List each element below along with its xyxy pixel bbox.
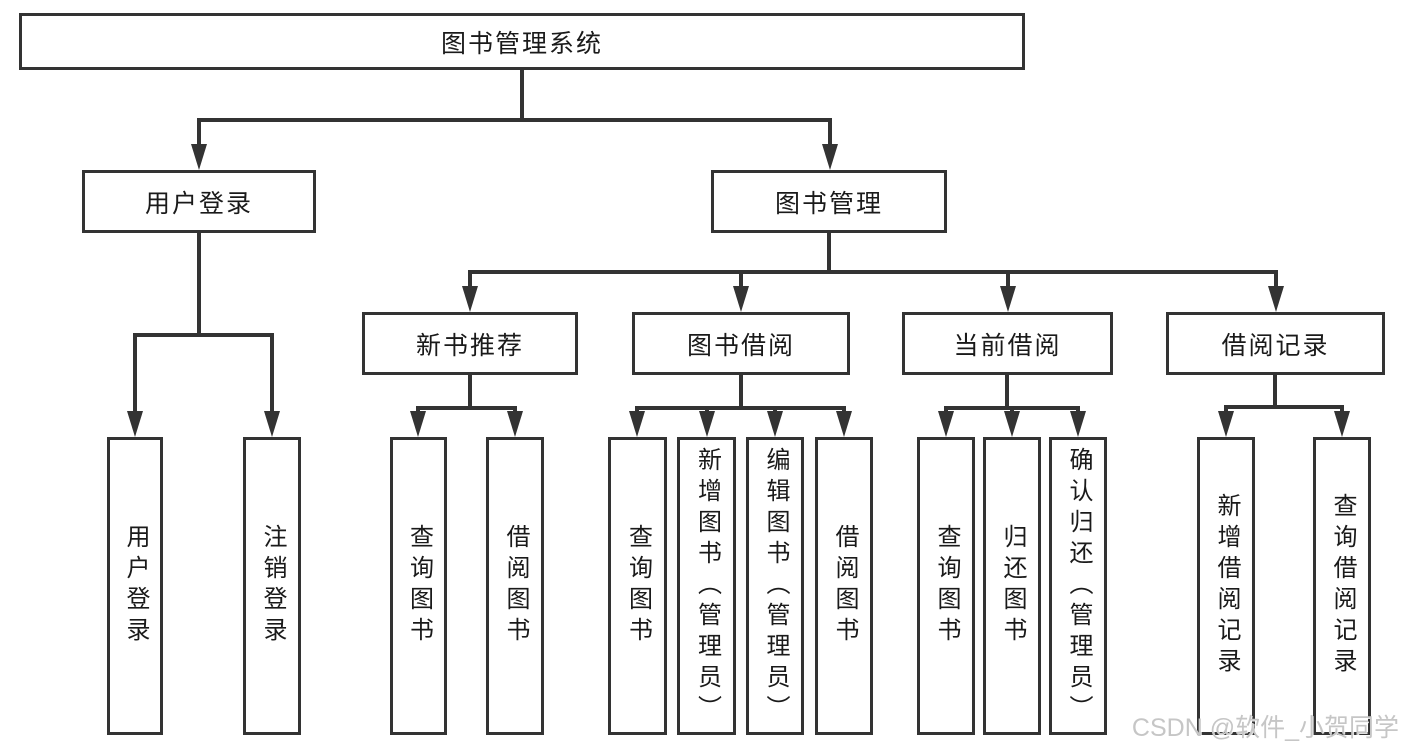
node-book-borrowing-label: 图书借阅 — [686, 331, 795, 360]
leaf-add-books-admin: 新增图书（管理员） — [677, 437, 736, 735]
leaf-query-borrow-record-label: 查询借阅记录 — [1329, 493, 1356, 679]
node-current-borrowing: 当前借阅 — [902, 312, 1113, 375]
leaf-borrow-books-recommend: 借阅图书 — [486, 437, 544, 735]
edges-new-book-recommend — [410, 375, 523, 437]
leaf-query-books-recommend: 查询图书 — [390, 437, 447, 735]
node-user-login-label: 用户登录 — [144, 189, 253, 218]
edges-user-login — [127, 233, 280, 437]
leaf-borrow-books-recommend-label: 借阅图书 — [502, 524, 529, 648]
leaf-confirm-return-admin: 确认归还（管理员） — [1049, 437, 1107, 735]
node-book-borrowing: 图书借阅 — [632, 312, 850, 375]
leaf-return-books: 归还图书 — [983, 437, 1041, 735]
leaf-query-books-borrowing: 查询图书 — [608, 437, 667, 735]
node-borrowing-records-label: 借阅记录 — [1221, 331, 1330, 360]
leaf-add-borrow-record-label: 新增借阅记录 — [1213, 493, 1240, 679]
leaf-query-books-recommend-label: 查询图书 — [405, 524, 433, 648]
leaf-user-login-label: 用户登录 — [122, 524, 149, 648]
node-borrowing-records: 借阅记录 — [1166, 312, 1385, 375]
node-root-label: 图书管理系统 — [440, 29, 603, 58]
edges-book-borrowing — [629, 375, 852, 437]
leaf-edit-books-admin: 编辑图书（管理员） — [746, 437, 804, 735]
edges-book-management — [462, 233, 1284, 312]
leaf-borrow-books-borrowing: 借阅图书 — [815, 437, 873, 735]
leaf-query-borrow-record: 查询借阅记录 — [1313, 437, 1371, 735]
leaf-query-books-current-label: 查询图书 — [933, 524, 960, 648]
node-user-login: 用户登录 — [82, 170, 316, 233]
node-current-borrowing-label: 当前借阅 — [953, 331, 1062, 360]
leaf-logout-label: 注销登录 — [259, 524, 286, 648]
leaf-logout: 注销登录 — [243, 437, 301, 735]
leaf-add-borrow-record: 新增借阅记录 — [1197, 437, 1255, 735]
leaf-borrow-books-borrowing-label: 借阅图书 — [831, 524, 858, 648]
leaf-edit-books-admin-label: 编辑图书（管理员） — [762, 446, 789, 726]
leaf-user-login: 用户登录 — [107, 437, 163, 735]
edges-root — [191, 70, 838, 170]
node-book-management-label: 图书管理 — [774, 189, 883, 218]
node-root: 图书管理系统 — [19, 13, 1025, 70]
leaf-query-books-current: 查询图书 — [917, 437, 975, 735]
leaf-return-books-label: 归还图书 — [999, 524, 1026, 648]
leaf-confirm-return-admin-label: 确认归还（管理员） — [1065, 446, 1092, 726]
node-new-book-recommend: 新书推荐 — [362, 312, 578, 375]
edges-current-borrowing — [938, 375, 1086, 437]
edges-borrowing-records — [1218, 375, 1350, 437]
node-book-management: 图书管理 — [711, 170, 947, 233]
leaf-query-books-borrowing-label: 查询图书 — [624, 524, 652, 648]
node-new-book-recommend-label: 新书推荐 — [415, 331, 524, 360]
leaf-add-books-admin-label: 新增图书（管理员） — [693, 446, 721, 726]
